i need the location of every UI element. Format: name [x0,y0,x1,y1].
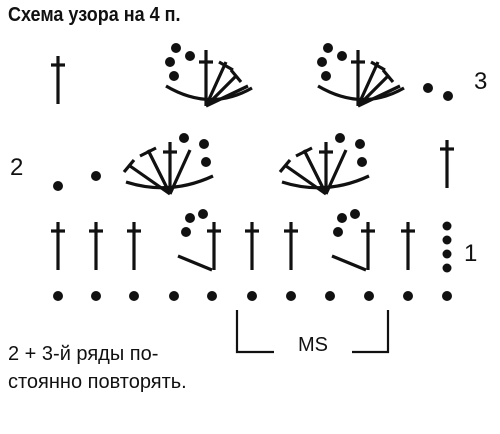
shell-fan-symbol [317,43,405,108]
row-2-stitches [53,133,456,196]
repeat-bracket [235,310,390,354]
shell-fan-symbol [165,43,253,108]
row-1-stitches [49,209,452,273]
row-label-1: 1 [464,240,478,267]
crossed-stitch-symbol [331,209,377,272]
shell-fan-symbol [122,133,214,196]
row-label-3: 3 [474,68,488,95]
row-3-stitches [49,43,453,108]
repeat-label: MS [298,334,328,356]
diagram-title: Схема узора на 4 п. [8,4,181,26]
foundation-chain [53,291,452,301]
repeat-note: 2 + 3-й ряды по- стоянно повторять. [8,343,187,393]
turning-chain [442,221,452,273]
row-label-2: 2 [10,154,24,181]
shell-fan-symbol [278,133,370,196]
crossed-stitch-symbol [177,209,223,272]
